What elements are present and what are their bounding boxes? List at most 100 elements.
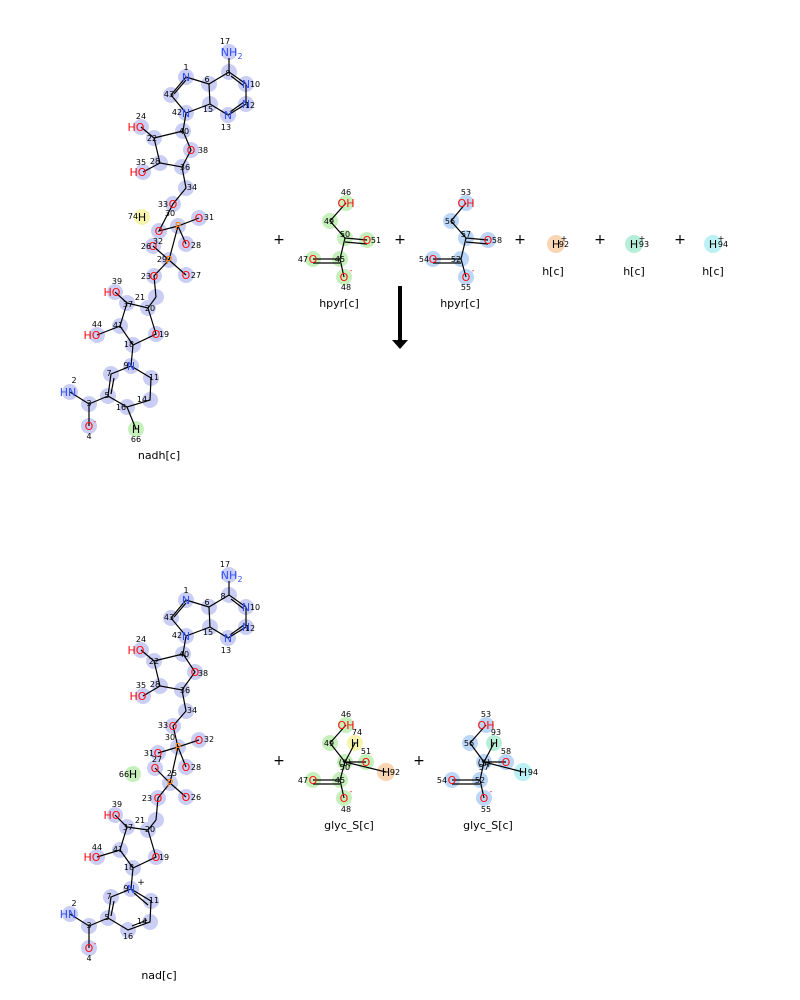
svg-text:10: 10 bbox=[250, 80, 260, 89]
svg-text:7: 7 bbox=[106, 369, 111, 378]
svg-text:P: P bbox=[166, 254, 173, 267]
reactant-label-h: h[c] bbox=[702, 265, 724, 278]
svg-text:23: 23 bbox=[142, 794, 152, 803]
svg-text:14: 14 bbox=[137, 917, 147, 926]
svg-text:48: 48 bbox=[341, 805, 351, 814]
svg-text:34: 34 bbox=[187, 706, 197, 715]
svg-text:3: 3 bbox=[86, 399, 91, 408]
svg-text:33: 33 bbox=[158, 721, 168, 730]
svg-text:2: 2 bbox=[237, 52, 242, 61]
svg-text:O: O bbox=[182, 269, 191, 282]
svg-text:94: 94 bbox=[718, 240, 728, 249]
svg-text:7: 7 bbox=[106, 892, 111, 901]
svg-text:OH: OH bbox=[458, 197, 475, 210]
bonds-glyc-1 bbox=[313, 724, 387, 799]
svg-text:(S): (S) bbox=[478, 759, 491, 769]
svg-text:P: P bbox=[175, 741, 182, 754]
svg-text:OH: OH bbox=[338, 197, 355, 210]
svg-text:32: 32 bbox=[153, 237, 163, 246]
svg-text:1: 1 bbox=[183, 586, 188, 595]
svg-text:O: O bbox=[502, 756, 511, 769]
plus-sign: + bbox=[413, 753, 425, 769]
svg-text:HO: HO bbox=[130, 690, 147, 703]
svg-text:20: 20 bbox=[145, 825, 155, 834]
svg-text:27: 27 bbox=[152, 755, 162, 764]
svg-text:H: H bbox=[552, 238, 560, 251]
svg-text:30: 30 bbox=[165, 733, 175, 742]
svg-text:O: O bbox=[484, 234, 493, 247]
svg-text:51: 51 bbox=[371, 236, 381, 245]
bonds-glyc-2 bbox=[452, 724, 524, 799]
svg-text:41: 41 bbox=[113, 845, 123, 854]
svg-text:H: H bbox=[132, 423, 140, 436]
product-label-glyc: glyc_S[c] bbox=[324, 819, 374, 832]
svg-text:O: O bbox=[154, 792, 163, 805]
svg-text:55: 55 bbox=[481, 805, 491, 814]
svg-text:-: - bbox=[94, 939, 97, 948]
svg-text:O: O bbox=[169, 198, 178, 211]
svg-text:NH: NH bbox=[221, 569, 238, 582]
svg-text:11: 11 bbox=[149, 896, 159, 905]
svg-text:3: 3 bbox=[86, 921, 91, 930]
svg-text:36: 36 bbox=[180, 163, 190, 172]
svg-text:74: 74 bbox=[128, 212, 138, 221]
bonds-hpyr-1 bbox=[313, 202, 368, 278]
bonds-nad bbox=[69, 581, 247, 948]
svg-text:O: O bbox=[363, 234, 372, 247]
svg-text:HN: HN bbox=[60, 908, 77, 921]
svg-text:23: 23 bbox=[141, 272, 151, 281]
reactant-label-hpyr: hpyr[c] bbox=[319, 297, 359, 310]
svg-text:10: 10 bbox=[250, 603, 260, 612]
svg-text:13: 13 bbox=[221, 123, 231, 132]
svg-text:H: H bbox=[630, 238, 638, 251]
svg-text:16: 16 bbox=[116, 403, 126, 412]
svg-text:+: + bbox=[718, 234, 725, 243]
svg-text:58: 58 bbox=[492, 236, 502, 245]
svg-text:52: 52 bbox=[451, 255, 461, 264]
svg-text:53: 53 bbox=[481, 710, 491, 719]
plus-sign: + bbox=[674, 232, 686, 248]
svg-text:26: 26 bbox=[191, 793, 201, 802]
svg-text:HO: HO bbox=[130, 166, 147, 179]
svg-text:54: 54 bbox=[419, 255, 429, 264]
svg-text:17: 17 bbox=[220, 37, 230, 46]
svg-text:15: 15 bbox=[203, 105, 213, 114]
svg-text:38: 38 bbox=[198, 669, 208, 678]
svg-text:58: 58 bbox=[501, 747, 511, 756]
svg-text:O: O bbox=[182, 791, 191, 804]
svg-text:47: 47 bbox=[298, 776, 308, 785]
svg-text:O: O bbox=[340, 271, 349, 284]
svg-text:44: 44 bbox=[92, 320, 102, 329]
svg-text:42: 42 bbox=[172, 108, 182, 117]
svg-text:H: H bbox=[129, 768, 137, 781]
svg-text:46: 46 bbox=[341, 188, 351, 197]
svg-text:66: 66 bbox=[131, 435, 141, 444]
svg-text:22: 22 bbox=[147, 134, 157, 143]
svg-text:HO: HO bbox=[84, 851, 101, 864]
svg-text:-: - bbox=[472, 266, 475, 275]
svg-text:48: 48 bbox=[341, 283, 351, 292]
svg-text:8: 8 bbox=[220, 592, 225, 601]
svg-text:O: O bbox=[151, 762, 160, 775]
svg-text:15: 15 bbox=[203, 628, 213, 637]
svg-text:28: 28 bbox=[150, 157, 160, 166]
svg-text:5: 5 bbox=[104, 391, 109, 400]
svg-text:O: O bbox=[340, 792, 349, 805]
svg-text:O: O bbox=[182, 761, 191, 774]
svg-text:O: O bbox=[152, 328, 161, 341]
svg-text:N: N bbox=[182, 107, 190, 120]
svg-text:O: O bbox=[195, 212, 204, 225]
svg-text:31: 31 bbox=[204, 213, 214, 222]
svg-text:42: 42 bbox=[172, 631, 182, 640]
reaction-arrow bbox=[392, 286, 408, 349]
svg-text:31: 31 bbox=[144, 749, 154, 758]
svg-text:56: 56 bbox=[445, 217, 455, 226]
svg-text:94: 94 bbox=[528, 768, 538, 777]
svg-text:39: 39 bbox=[112, 277, 122, 286]
svg-text:13: 13 bbox=[221, 646, 231, 655]
svg-text:50: 50 bbox=[340, 230, 350, 239]
svg-text:O: O bbox=[187, 144, 196, 157]
svg-text:N: N bbox=[242, 98, 250, 111]
svg-text:19: 19 bbox=[159, 853, 169, 862]
